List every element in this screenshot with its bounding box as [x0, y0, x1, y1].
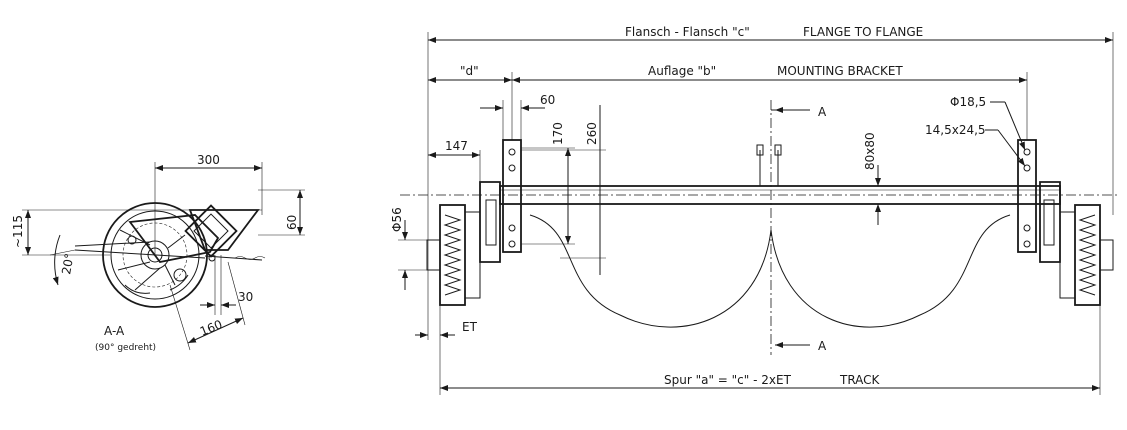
section-note: (90° gedreht) — [95, 343, 156, 353]
dim-160: 160 — [198, 317, 224, 339]
dim-170: 170 — [551, 122, 565, 145]
dim-60-side: 60 — [285, 215, 299, 230]
dim-115: ~115 — [11, 215, 25, 248]
right-hub — [1059, 204, 1114, 306]
bracket-label-en: MOUNTING BRACKET — [777, 64, 903, 78]
dim-20-deg: 20° — [59, 252, 76, 275]
dim-d-label: "d" — [460, 64, 479, 78]
square-tube — [184, 204, 238, 258]
dim-phi56: Φ56 — [390, 207, 404, 232]
flange-label-en: FLANGE TO FLANGE — [803, 25, 923, 39]
dim-14-5x24-5: 14,5x24,5 — [925, 123, 986, 137]
dim-80x80: 80x80 — [863, 132, 877, 170]
flange-label-de: Flansch - Flansch "c" — [625, 25, 750, 39]
dim-et: ET — [462, 320, 478, 334]
track-label-en: TRACK — [839, 373, 881, 387]
section-view-a-a: 300 ~115 60 20° 30 160 A-A (90° gedreht) — [11, 153, 305, 353]
dim-147: 147 — [445, 139, 468, 153]
section-mark-bottom: A — [818, 339, 827, 353]
dim-30: 30 — [238, 290, 253, 304]
front-view: Flansch - Flansch "c" FLANGE TO FLANGE "… — [390, 25, 1120, 395]
dim-300: 300 — [197, 153, 220, 167]
dim-60: 60 — [540, 93, 555, 107]
left-hub — [426, 204, 481, 306]
track-label-de: Spur "a" = "c" - 2xET — [664, 373, 792, 387]
right-bracket — [1017, 139, 1037, 253]
section-mark-top: A — [818, 105, 827, 119]
dim-phi18-5: Φ18,5 — [950, 95, 986, 109]
dim-260: 260 — [585, 122, 599, 145]
left-bracket — [502, 139, 522, 253]
bracket-label-de: Auflage "b" — [648, 64, 716, 78]
section-label: A-A — [104, 324, 125, 338]
